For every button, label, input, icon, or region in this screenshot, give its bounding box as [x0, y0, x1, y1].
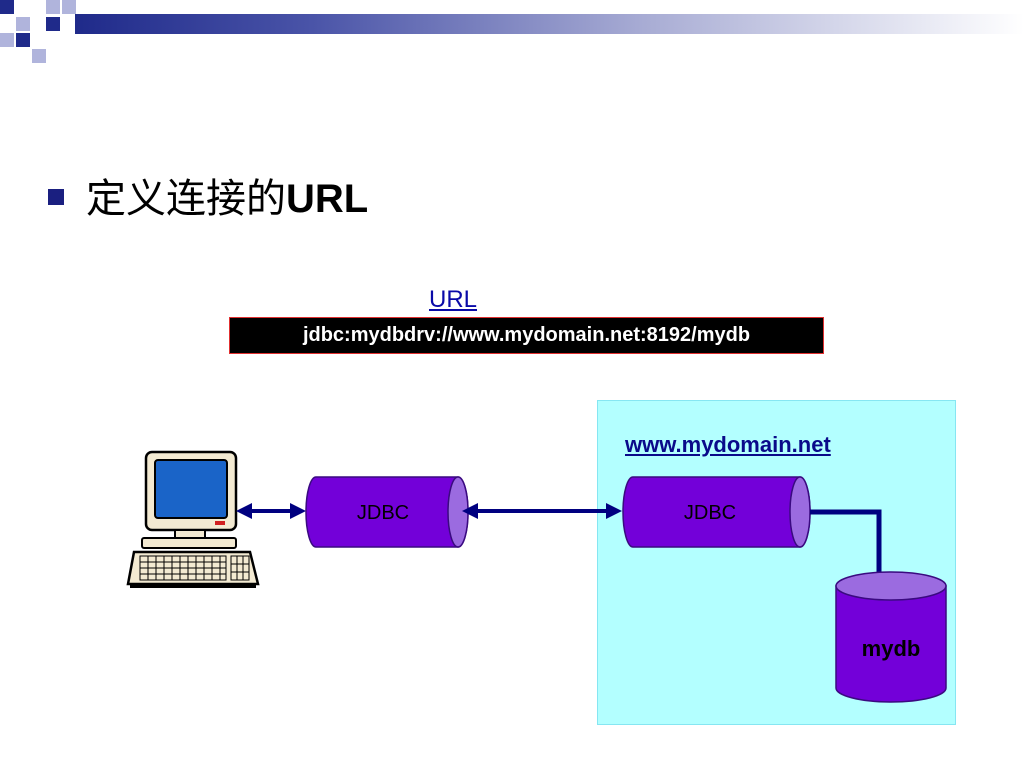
header-square [32, 49, 46, 63]
title-text-cn: 定义连接的 [86, 176, 286, 222]
computer-icon [126, 450, 260, 588]
url-value: jdbc:mydbdrv://www.mydomain.net:8192/myd… [302, 324, 751, 346]
database-icon: mydb [835, 571, 947, 703]
url-label: URL [429, 286, 478, 313]
header-square [46, 0, 60, 14]
url-box: jdbc:mydbdrv://www.mydomain.net:8192/myd… [229, 317, 824, 354]
server-jdbc-label: JDBC [684, 502, 736, 524]
db-label: mydb [862, 636, 921, 661]
header-square [16, 33, 30, 47]
header-square [62, 0, 76, 14]
connector-line [810, 509, 882, 572]
title-row: 定义连接的URL [48, 170, 368, 222]
server-jdbc-cylinder: JDBC [622, 476, 811, 548]
page-title: 定义连接的URL [86, 166, 368, 224]
client-jdbc-cylinder: JDBC [305, 476, 469, 548]
title-text-en: URL [286, 177, 369, 221]
server-domain-label: www.mydomain.net [625, 432, 831, 457]
header-square [0, 0, 14, 14]
header-gradient-bar [75, 14, 1024, 34]
header-square [0, 33, 14, 47]
header-square [46, 17, 60, 31]
arrow-jdbc-jdbc [462, 503, 622, 519]
bullet-icon [48, 189, 64, 205]
header-square [16, 17, 30, 31]
client-jdbc-label: JDBC [357, 502, 409, 524]
arrow-computer-jdbc [236, 503, 306, 519]
